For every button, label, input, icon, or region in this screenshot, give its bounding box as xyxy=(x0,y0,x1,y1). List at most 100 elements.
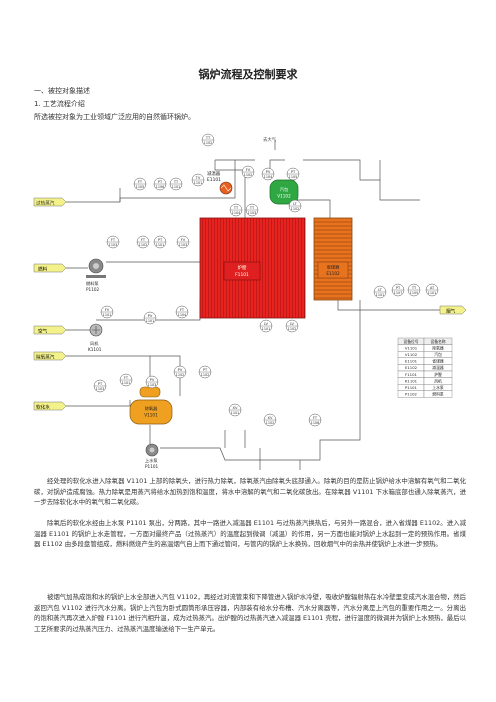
instrument-tag: TT xyxy=(173,180,179,184)
instrument-number: 1101 xyxy=(103,313,112,317)
instrument-tag: FV xyxy=(105,308,110,312)
furnace: 炉膛 F1101 省煤器 E1102 xyxy=(199,217,353,319)
legend-cell: V1101 xyxy=(405,345,418,350)
stream-label-superheated-steam: 过热蒸汽 xyxy=(36,200,55,207)
stream-label-fuel: 燃料 xyxy=(38,266,48,273)
instrument-number: 1102 xyxy=(291,207,300,211)
instrument-tag: PV xyxy=(266,170,271,174)
instrument-number: 1103 xyxy=(179,243,188,247)
svg-text:减温器: 减温器 xyxy=(207,170,221,177)
instrument-number: 1105 xyxy=(289,175,298,179)
legend-cell: 上水泵 xyxy=(432,385,444,390)
instrument-tag: PV xyxy=(178,368,183,372)
instrument-number: 1103 xyxy=(248,211,257,215)
instrument-number: 1101 xyxy=(122,381,131,385)
instrument-number: 1102 xyxy=(288,327,297,331)
desuperheater: 减温器 E1101 xyxy=(207,170,233,195)
svg-text:E1102: E1102 xyxy=(326,271,340,276)
legend-cell: F1101 xyxy=(405,372,417,377)
instrument-number: 1104 xyxy=(264,175,273,179)
legend-cell: 省煤器 xyxy=(432,359,444,364)
instrument-tag: AT xyxy=(430,286,435,290)
legend-cell: E1101 xyxy=(405,359,418,364)
instrument-number: 1101 xyxy=(172,185,181,189)
legend-cell: E1102 xyxy=(405,365,418,370)
svg-text:F1101: F1101 xyxy=(235,272,249,278)
instrument-tag: PT xyxy=(98,382,103,386)
instrument-number: 1102 xyxy=(176,373,185,377)
svg-text:汽包: 汽包 xyxy=(280,186,289,192)
instrument-tag: LV xyxy=(264,322,269,326)
instrument-tag: XV xyxy=(268,416,273,420)
svg-text:燃料泵: 燃料泵 xyxy=(86,280,99,287)
svg-text:除氧器: 除氧器 xyxy=(145,405,158,412)
instrument-bubbles: TT1102TV1101FT1105PT1106TT1101PV1104PT11… xyxy=(93,133,439,427)
instrument-tag: TT xyxy=(233,206,239,210)
instrument-number: 1101 xyxy=(231,411,240,415)
instrument-number: 1103 xyxy=(148,383,157,387)
legend-header: 设备位号 xyxy=(403,339,418,344)
instrument-tag: FV xyxy=(181,238,186,242)
fuel-pump: 燃料泵 P1102 xyxy=(86,258,106,292)
paragraph-3: 被烟气加热成饱和水的锅炉上水全部进入汽包 V1102，再经过对流管束和下降管进入… xyxy=(34,593,466,633)
legend-cell: P1102 xyxy=(405,392,418,397)
svg-text:省煤器: 省煤器 xyxy=(327,264,340,271)
instrument-number: 1101 xyxy=(146,319,155,323)
instrument-number: 1103 xyxy=(96,387,105,391)
instrument-number: 1102 xyxy=(204,141,213,145)
instrument-tag: PT xyxy=(158,238,163,242)
instrument-tag: PT xyxy=(203,368,208,372)
instrument-number: 1107 xyxy=(394,291,403,295)
svg-text:V1101: V1101 xyxy=(144,413,158,418)
instrument-number: 1105 xyxy=(136,185,145,189)
instrument-number: 1102 xyxy=(201,373,210,377)
instrument-tag: FT xyxy=(141,238,146,242)
instrument-number: 1102 xyxy=(139,243,148,247)
instrument-number: 1102 xyxy=(244,173,253,177)
stream-labels: 过热蒸汽 燃料 空气 除氧蒸汽 软化水 烟气 去大气 xyxy=(33,136,467,411)
instrument-number: 1106 xyxy=(156,185,165,189)
subsection-heading: 1. 工艺流程介绍 xyxy=(34,100,85,108)
svg-text:P1101: P1101 xyxy=(145,464,159,469)
svg-text:上水泵: 上水泵 xyxy=(145,457,158,463)
deaerator: 除氧器 V1101 xyxy=(129,386,173,425)
legend-cell: 除氧器 xyxy=(432,345,444,350)
instrument-tag: XV xyxy=(233,406,238,410)
instrument-tag: TT xyxy=(249,206,255,210)
stream-label-atmosphere: 去大气 xyxy=(263,136,277,143)
feed-pump: 上水泵 P1101 xyxy=(145,443,159,469)
intro-text: 所选被控对象为工业领域广泛应用的自然循环锅炉。 xyxy=(34,113,195,121)
legend-header: 设备名称 xyxy=(430,339,445,344)
instrument-tag: PT xyxy=(291,170,296,174)
svg-text:风机: 风机 xyxy=(90,340,99,347)
instrument-tag: FT xyxy=(124,376,129,380)
instrument-number: 1104 xyxy=(178,313,187,317)
instrument-tag: TV xyxy=(195,176,201,180)
instrument-tag: FT xyxy=(180,308,185,312)
furnace-label: 炉膛 xyxy=(238,264,247,271)
fan: 风机 K1101 xyxy=(88,323,103,352)
stream-label-air: 空气 xyxy=(38,328,48,335)
instrument-number: 1101 xyxy=(194,181,203,185)
instrument-number: 1101 xyxy=(156,243,165,247)
